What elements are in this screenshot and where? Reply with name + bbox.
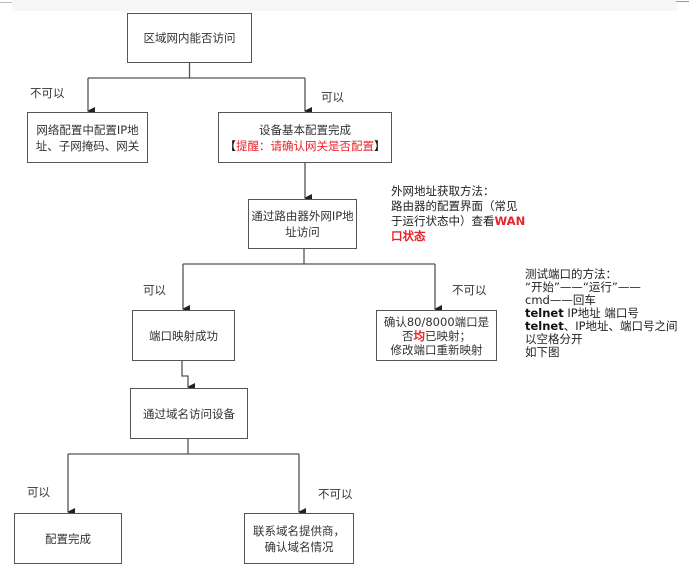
top-right-edge <box>676 0 689 2</box>
top-strip <box>12 0 677 11</box>
node-contact-provider-line2: 确认域名情况 <box>264 539 334 554</box>
node-config-complete: 配置完成 <box>14 513 122 564</box>
edge-label-domain-no: 不可以 <box>318 487 353 501</box>
node-wan-ip-line1: 通过路由器外网IP地 <box>251 209 354 223</box>
note-port-line1: 测试端口的方法： <box>525 267 617 281</box>
node-domain-access: 通过域名访问设备 <box>130 388 248 439</box>
edge-label-wan-no: 不可以 <box>452 283 487 297</box>
note-port-line3: cmd——回车 <box>525 293 596 307</box>
note-port-line2: “开始”——“运行”—— <box>525 280 641 294</box>
node-port-mapping-ok: 端口映射成功 <box>132 310 235 361</box>
check-ports-line2-pre: 否 <box>402 328 414 343</box>
edge-label-lan-yes: 可以 <box>321 90 344 104</box>
note-wan-line2: 路由器的配置界面（常见 <box>391 199 518 213</box>
note-port-test: 测试端口的方法： “开始”——“运行”—— cmd——回车 telnet IP地… <box>525 268 678 359</box>
reminder-bracket-open: 【 <box>224 138 237 153</box>
node-wan-ip-access: 通过路由器外网IP地 址访问 <box>248 199 357 249</box>
node-domain-access-text: 通过域名访问设备 <box>143 406 235 421</box>
note-port-line7: 如下图 <box>525 345 560 359</box>
note-port-line4-bold: telnet <box>525 306 564 320</box>
note-port-line4-rest: IP地址 端口号 <box>563 306 639 320</box>
node-contact-provider: 联系域名提供商， 确认域名情况 <box>244 513 354 564</box>
node-wan-ip-line2: 址访问 <box>285 225 320 239</box>
node-check-ports-line3: 修改端口重新映射 <box>390 342 483 357</box>
note-wan-line3: 于运行状态中）查看WAN <box>391 214 525 229</box>
check-ports-line2-post: 已映射； <box>425 328 471 343</box>
note-wan-address: 外网地址获取方法： 路由器的配置界面（常见 于运行状态中）查看WAN 口状态 <box>391 184 525 244</box>
reminder-text: 提醒：请确认网关是否配置 <box>236 138 374 153</box>
node-configure-ip-line2: 址、子网掩码、网关 <box>35 138 140 153</box>
node-lan-access-text: 区域网内能否访问 <box>143 31 236 45</box>
edge-mapping-to-domain <box>181 360 195 391</box>
node-basic-config-line1: 设备基本配置完成 <box>259 122 351 137</box>
note-port-line4: telnet IP地址 端口号 <box>525 307 678 320</box>
node-check-ports: 确认80/8000端口是 否均已映射； 修改端口重新映射 <box>376 310 497 361</box>
note-wan-line4: 口状态 <box>391 229 426 243</box>
node-basic-config-done: 设备基本配置完成 【提醒：请确认网关是否配置】 <box>218 112 392 163</box>
node-configure-ip-line1: 网络配置中配置IP地 <box>36 122 139 137</box>
edge-label-domain-yes: 可以 <box>27 485 50 499</box>
note-port-line6: 以空格分开 <box>525 332 583 346</box>
node-contact-provider-line1: 联系域名提供商， <box>253 523 345 538</box>
reminder-bracket-close: 】 <box>374 138 386 153</box>
top-left-edge <box>0 0 12 3</box>
note-port-line5-rest: 、IP地址、端口号之间 <box>563 319 678 333</box>
node-basic-config-reminder: 【提醒：请确认网关是否配置】 <box>225 138 386 154</box>
node-check-ports-line2: 否均已映射； <box>402 329 471 343</box>
node-check-ports-line1: 确认80/8000端口是 <box>383 314 490 329</box>
note-wan-line1: 外网地址获取方法： <box>391 184 495 198</box>
edge-label-wan-yes: 可以 <box>143 283 166 297</box>
node-lan-access: 区域网内能否访问 <box>127 13 252 63</box>
note-port-line5: telnet、IP地址、端口号之间 <box>525 320 678 333</box>
note-wan-highlight: WAN <box>494 214 526 228</box>
check-ports-highlight: 均 <box>413 328 426 343</box>
node-port-mapping-text: 端口映射成功 <box>149 328 218 343</box>
note-wan-line3-pre: 于运行状态中）查看 <box>391 214 495 228</box>
node-config-complete-text: 配置完成 <box>45 531 91 546</box>
node-configure-ip: 网络配置中配置IP地 址、子网掩码、网关 <box>27 112 148 163</box>
edge-label-lan-no: 不可以 <box>30 86 65 100</box>
note-port-line5-bold: telnet <box>525 319 564 333</box>
